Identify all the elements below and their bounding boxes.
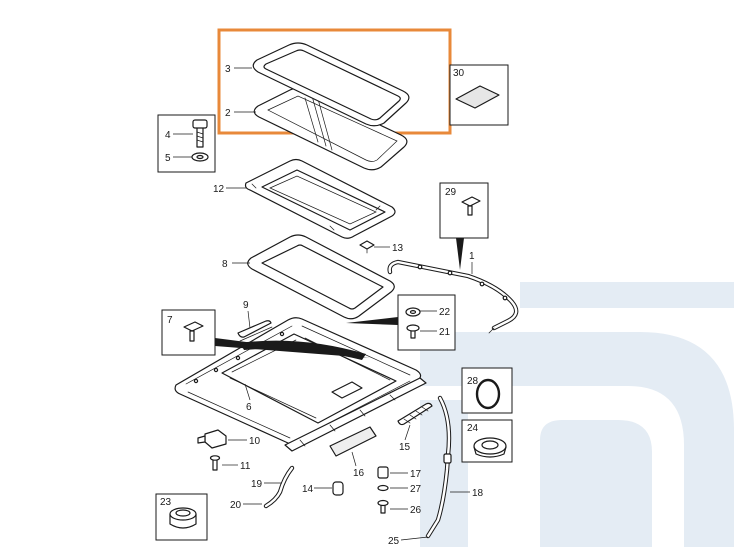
- pointer-7: [215, 338, 370, 358]
- box-30: [449, 64, 509, 126]
- callout-21[interactable]: 21: [439, 327, 451, 338]
- callout-23[interactable]: 23: [160, 497, 172, 508]
- part-13: [359, 240, 375, 254]
- part-10: [197, 429, 227, 449]
- callout-16[interactable]: 16: [353, 468, 365, 479]
- callouts: 3 2 30 4 5 12 13 29 1 8 9 22 21 7 28 6 2…: [160, 64, 484, 547]
- callout-26[interactable]: 26: [410, 505, 422, 516]
- callout-17[interactable]: 17: [410, 469, 422, 480]
- callout-10[interactable]: 10: [249, 436, 261, 447]
- callout-5[interactable]: 5: [165, 153, 171, 164]
- part-17: [377, 466, 389, 479]
- part-4: [192, 119, 208, 148]
- callout-27[interactable]: 27: [410, 484, 422, 495]
- part-9: [237, 320, 273, 342]
- callout-2[interactable]: 2: [225, 108, 231, 119]
- callout-18[interactable]: 18: [472, 488, 484, 499]
- part-24: [473, 437, 507, 458]
- watermark: [420, 282, 734, 547]
- callout-12[interactable]: 12: [213, 184, 225, 195]
- part-11: [209, 455, 221, 471]
- callout-11[interactable]: 11: [240, 461, 251, 472]
- callout-3[interactable]: 3: [225, 64, 231, 75]
- part-22: [405, 307, 421, 317]
- box-23: [155, 493, 208, 541]
- part-27: [377, 484, 389, 492]
- part-19: [263, 465, 295, 509]
- part-8: [247, 234, 395, 320]
- part-3: [252, 42, 410, 127]
- callout-19[interactable]: 19: [251, 479, 263, 490]
- part-21: [406, 324, 420, 339]
- pointer-22-21: [346, 317, 398, 325]
- callout-30[interactable]: 30: [453, 68, 465, 79]
- pointer-29: [456, 238, 464, 270]
- box-24: [461, 419, 513, 463]
- box-29: [439, 182, 489, 239]
- callout-15[interactable]: 15: [399, 442, 411, 453]
- callout-24[interactable]: 24: [467, 423, 479, 434]
- part-7: [183, 321, 204, 342]
- callout-29[interactable]: 29: [445, 187, 457, 198]
- callout-22[interactable]: 22: [439, 307, 451, 318]
- part-12: [244, 158, 396, 239]
- part-14: [332, 481, 344, 496]
- callout-28[interactable]: 28: [467, 376, 479, 387]
- callout-6[interactable]: 6: [246, 402, 252, 413]
- callout-20[interactable]: 20: [230, 500, 242, 511]
- callout-1[interactable]: 1: [469, 251, 475, 262]
- callout-7[interactable]: 7: [167, 315, 173, 326]
- part-18: [425, 395, 452, 539]
- part-29: [461, 196, 481, 216]
- leader-lines: [173, 67, 473, 541]
- callout-13[interactable]: 13: [392, 243, 404, 254]
- callout-14[interactable]: 14: [302, 484, 314, 495]
- box-7: [161, 309, 216, 356]
- part-15: [397, 402, 433, 426]
- part-30: [455, 85, 500, 109]
- callout-25[interactable]: 25: [388, 536, 400, 547]
- part-16: [329, 426, 377, 457]
- part-28: [475, 378, 501, 410]
- callout-8[interactable]: 8: [222, 259, 228, 270]
- box-22-21: [397, 294, 456, 351]
- part-1: [387, 259, 519, 334]
- callout-9[interactable]: 9: [243, 300, 249, 311]
- part-5: [191, 152, 209, 162]
- part-23: [169, 507, 197, 529]
- box-28: [461, 367, 513, 414]
- callout-4[interactable]: 4: [165, 130, 171, 141]
- part-26: [377, 499, 389, 514]
- box-4-5: [157, 114, 216, 173]
